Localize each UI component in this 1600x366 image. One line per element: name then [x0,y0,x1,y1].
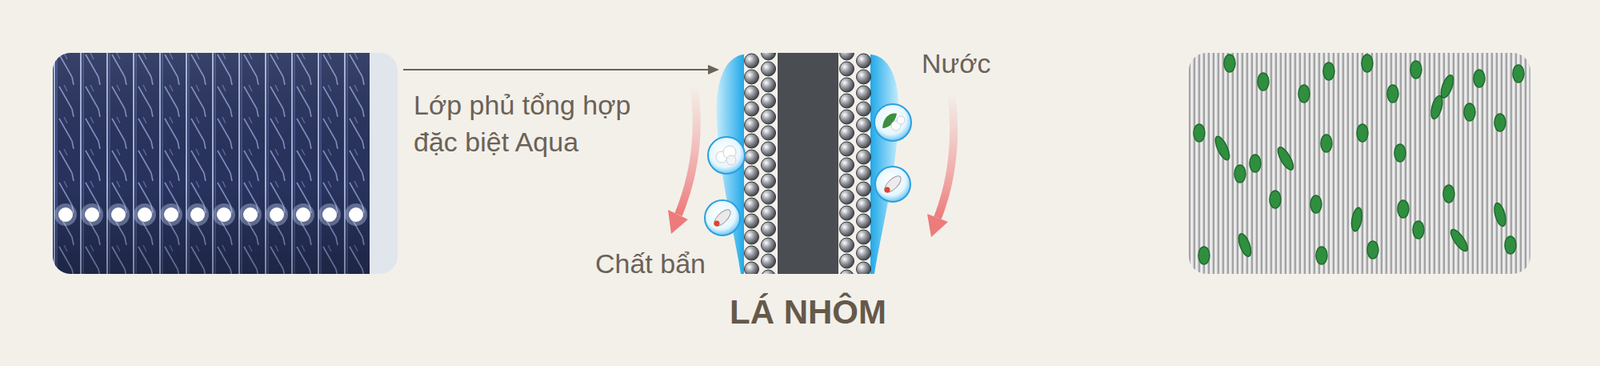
coating-beads [837,52,872,274]
fin-label: LÁ NHÔM [729,289,887,336]
dirt-bubble [704,200,740,236]
dirt-label: Chất bẩn [595,245,706,283]
dirt-bubble [875,166,911,202]
pointer-line [403,68,711,71]
water-layer [870,54,899,274]
coating-label: Lớp phủ tổng hợp đặc biệt Aqua [413,87,654,161]
coating-beads [743,52,778,274]
coil-photo [52,52,398,274]
water-label: Nước [921,45,992,83]
surface-photo [1188,52,1531,274]
aluminium-fin [777,52,839,274]
dirt-bubble [874,104,912,141]
pointer-head [708,64,720,75]
dirt-bubble [708,136,745,174]
